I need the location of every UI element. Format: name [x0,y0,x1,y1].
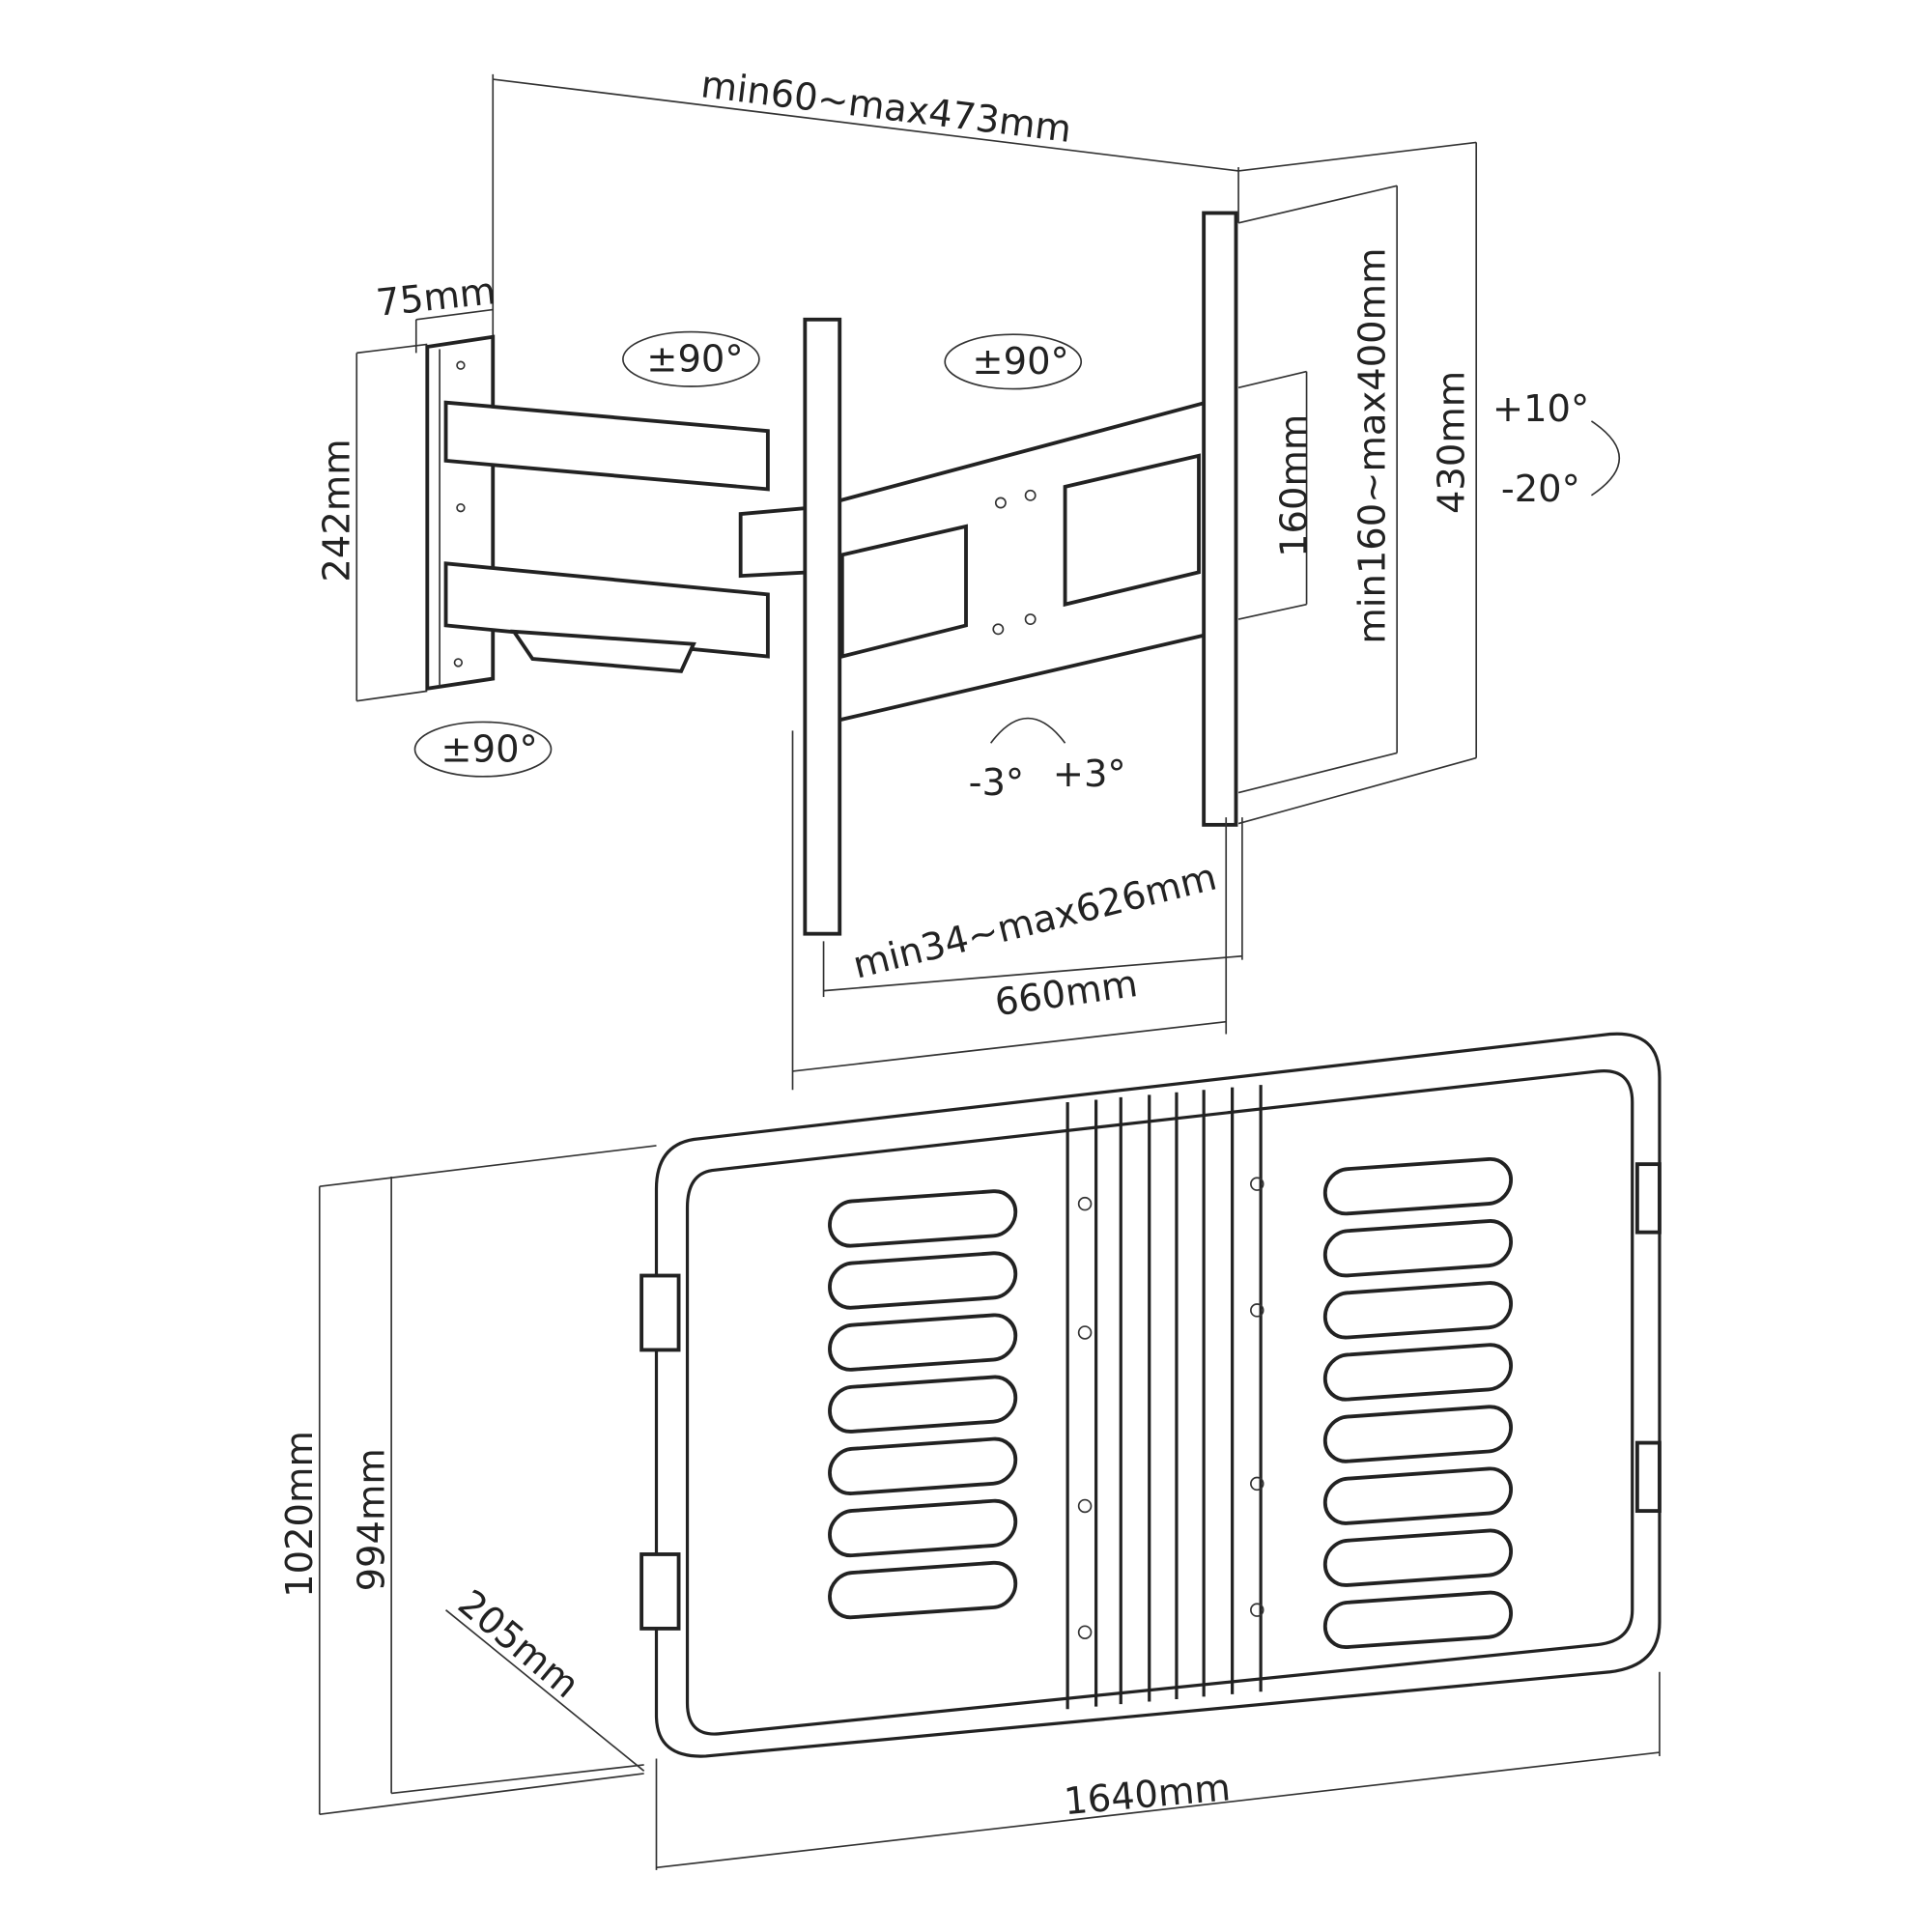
tv-vent-slots-left [828,1189,1018,1620]
swivel-wall: ±90° [413,721,553,778]
wall-plate [425,334,496,692]
tv-vent-slots-right [1322,1156,1514,1650]
extension-dimension: min60~max473mm [492,63,1239,347]
arm [443,400,813,673]
swivel-2: ±90° [944,333,1083,390]
angle-tilt-up: +10° [1492,387,1589,431]
wall-plate-height-dimension: 242mm [316,343,428,702]
angle-swivel-arm-1: ±90° [646,338,743,382]
angle-swivel-arm-2: ±90° [972,340,1068,384]
bracket-crossbar [834,396,1222,724]
vesa-vertical-dimension: min160~max400mm [1237,185,1398,794]
tilt: +10° -20° [1492,387,1620,511]
angle-swivel-wall: ±90° [440,727,537,771]
angle-level-minus: -3° [969,761,1025,805]
angle-level-plus: +3° [1053,753,1126,796]
swivel-1: ±90° [622,330,760,387]
dim-arm-extension: min60~max473mm [698,63,1073,152]
dim-tv-depth: 205mm [449,1581,587,1707]
tv-depth-dimension: 205mm [445,1581,645,1772]
dim-tv-height: 994mm [350,1448,393,1591]
dim-bracket-width: 660mm [992,962,1140,1025]
dim-tv-width: 1640mm [1063,1766,1233,1824]
dim-wall-plate-width: 75mm [374,270,497,326]
dim-wall-plate-height: 242mm [316,439,359,582]
dim-inner-hole-height: 160mm [1273,414,1317,557]
tv-mount-rails [1065,1085,1264,1710]
dim-bracket-height: 430mm [1430,371,1473,514]
dim-vesa-vertical: min160~max400mm [1350,247,1394,643]
angle-tilt-down: -20° [1501,468,1580,511]
tv-back [639,1032,1662,1758]
vertical-rail-right [1202,211,1238,827]
dim-tv-max-height: 1020mm [278,1431,322,1598]
vertical-rail-left [803,317,842,936]
level-adjust: -3° +3° [969,717,1126,805]
bracket-height-dimension: 430mm [1237,141,1478,825]
tv-height-dimensions: 1020mm 994mm [278,1145,657,1816]
dim-vesa-horizontal: min34~max626mm [849,856,1221,988]
tv-width-dimension: 1640mm [655,1671,1661,1870]
inner-hole-dimension: 160mm [1237,370,1317,620]
